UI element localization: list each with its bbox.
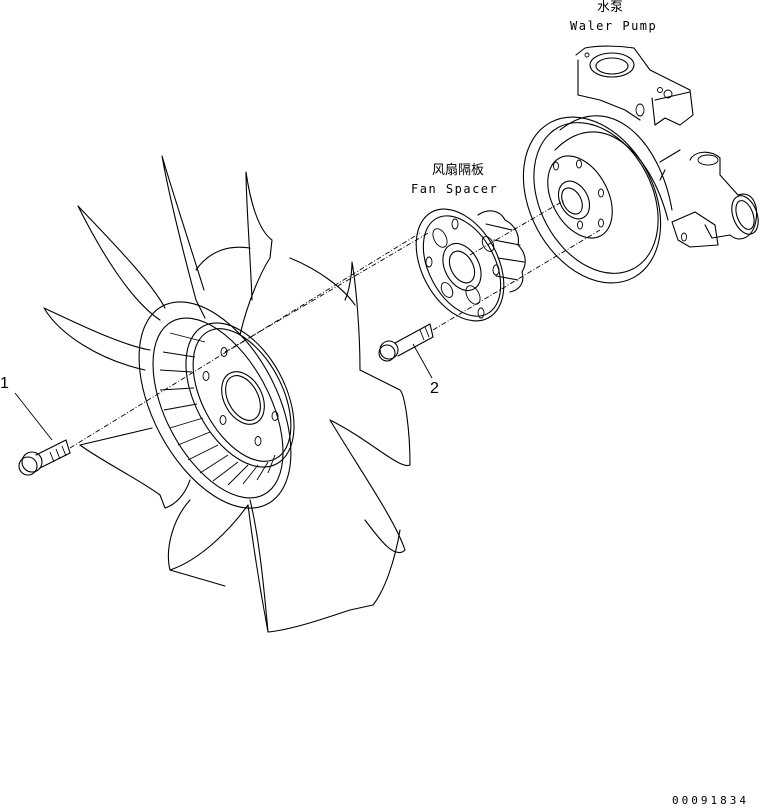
callout-number-1: 1 xyxy=(0,375,9,392)
callout-number-2: 2 xyxy=(430,380,439,397)
document-number: 00091834 xyxy=(672,794,749,807)
water-pump-label-cn: 水泵 xyxy=(597,0,624,15)
assembly-centerlines xyxy=(69,199,601,449)
water-pump-illustration xyxy=(522,45,759,284)
fan-spacer-label-en: Fan Spacer xyxy=(411,182,499,196)
callout-leaders xyxy=(14,343,433,441)
water-pump-label-en: Waler Pump xyxy=(570,19,658,33)
fan-spacer-illustration xyxy=(415,208,526,322)
bolt-spacer xyxy=(378,323,434,362)
fan-spacer-label-cn: 风扇隔板 xyxy=(432,163,485,178)
fan-illustration xyxy=(43,155,411,633)
bolt-fan xyxy=(18,439,71,476)
